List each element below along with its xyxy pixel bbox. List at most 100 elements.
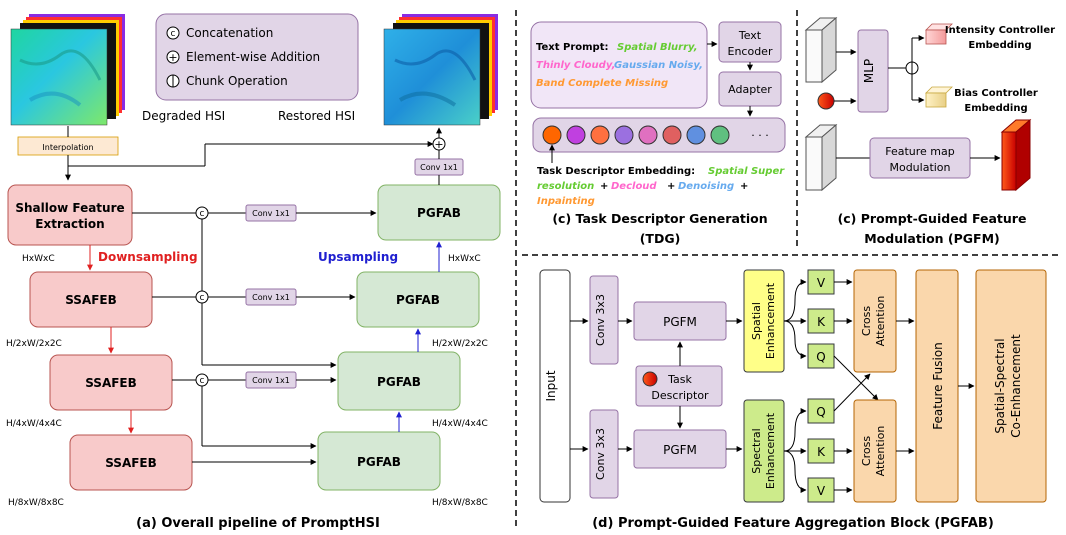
dim-label-1: HxWxC	[22, 254, 55, 264]
input-label: Input	[544, 370, 558, 401]
panel-pgfab: Input Conv 3x3 Conv 3x3 PGFM PGFM Task D…	[539, 269, 1047, 531]
panel-tdg: Text Prompt: Spatial Blurry, Thinly Clou…	[530, 21, 786, 246]
bias-label-1: Bias Controller	[954, 88, 1038, 99]
ssafeb-label-1: SSAFEB	[65, 293, 117, 307]
ted-spatial-1: Spatial Super	[708, 166, 785, 177]
text-prompt-box	[530, 21, 708, 109]
legend-concat: Concatenation	[186, 26, 273, 40]
task-descriptor-label-1: Task	[667, 373, 692, 386]
shallow-feature-label-2: Extraction	[35, 217, 104, 231]
skip-level-2: c	[152, 219, 356, 368]
legend-add: Element-wise Addition	[186, 50, 320, 64]
dim-label-7: H/4xW/4x4C	[432, 419, 488, 429]
dim-label-8: H/8xW/8x8C	[432, 498, 488, 508]
ted-label: Task Descriptor Embedding:	[537, 166, 695, 177]
intensity-label-2: Embedding	[968, 40, 1031, 51]
v-label-bottom: V	[817, 484, 826, 498]
cross-attn-top-2: Attention	[874, 296, 887, 347]
caption-tdg-1: (c) Task Descriptor Generation	[552, 211, 767, 226]
panel-a: Degraded HSI Restored HSI c Concatenatio…	[6, 13, 501, 531]
conv3x3-box-bottom	[589, 409, 619, 499]
conv3x3-label-top: Conv 3x3	[594, 294, 607, 346]
q-label-bottom: Q	[816, 405, 825, 419]
conv1x1-label-3: Conv 1x1	[252, 376, 290, 385]
ted-plus-3: +	[740, 181, 748, 192]
pgfab-label-4: PGFAB	[357, 455, 401, 469]
chunk-pgfm-icon	[905, 61, 919, 75]
ted-denoise: Denoising	[678, 181, 734, 192]
input-box	[539, 269, 571, 503]
shallow-feature-label-1: Shallow Feature	[15, 201, 124, 215]
dim-label-6: H/2xW/2x2C	[432, 339, 488, 349]
shallow-feature-box	[7, 184, 133, 246]
pgfab-label-2: PGFAB	[396, 293, 440, 307]
ssafeb-box-1	[29, 271, 153, 328]
conv1x1-label-1: Conv 1x1	[252, 209, 290, 218]
feature-map-input-2	[804, 123, 838, 192]
panel-pgfm: MLP Intensity Controller Embedding Bias …	[804, 16, 1055, 246]
legend-chunk: Chunk Operation	[186, 74, 288, 88]
pgfab-label-1: PGFAB	[417, 206, 461, 220]
task-descriptor-icon	[642, 371, 658, 387]
bias-label-2: Embedding	[964, 103, 1027, 114]
text-encoder-label-2: Encoder	[728, 45, 773, 58]
text-encoder-label-1: Text	[738, 29, 762, 42]
ted-plus-2: +	[667, 181, 675, 192]
v-box-top	[807, 269, 835, 295]
mlp-box	[857, 29, 889, 113]
fmm-label-2: Modulation	[889, 161, 950, 174]
interpolation-label: Interpolation	[42, 143, 93, 152]
concat-icon: c	[171, 29, 176, 39]
adapter-label: Adapter	[728, 83, 772, 96]
svg-text:c: c	[200, 376, 205, 386]
spectral-enh-label-1: Spectral	[750, 428, 763, 473]
v-label-top: V	[817, 276, 826, 290]
task-token-icon	[817, 92, 835, 110]
intensity-label-1: Intensity Controller	[945, 25, 1055, 36]
svg-text:c: c	[200, 209, 205, 219]
task-descriptor-label-2: Descriptor	[651, 389, 709, 402]
dim-label-3: H/4xW/4x4C	[6, 419, 62, 429]
caption-pgfm-1: (c) Prompt-Guided Feature	[838, 211, 1027, 226]
add-icon: +	[168, 51, 177, 64]
ssce-label-2: Co-Enhancement	[1009, 334, 1023, 438]
q-label-top: Q	[816, 350, 825, 364]
prompt-spatial: Spatial Blurry,	[617, 42, 698, 53]
caption-pgfm-2: Modulation (PGFM)	[864, 231, 1000, 246]
skip-level-1: c	[132, 204, 377, 222]
restored-hsi-image	[383, 14, 498, 126]
k-box-top	[807, 308, 835, 334]
ted-decloud: Decloud	[611, 181, 657, 192]
ted-inpaint: Inpainting	[537, 196, 595, 207]
prompt-cloudy: Thinly Cloudy,	[536, 60, 615, 71]
ssce-label-1: Spatial-Spectral	[993, 338, 1007, 433]
cross-attn-bottom-2: Attention	[874, 426, 887, 477]
conv1x1-label-2: Conv 1x1	[252, 293, 290, 302]
ssce-box	[975, 269, 1047, 503]
fmm-label-1: Feature map	[885, 145, 955, 158]
mlp-label: MLP	[862, 59, 876, 83]
dim-label-2: H/2xW/2x2C	[6, 339, 62, 349]
output-feature-map	[1000, 118, 1032, 192]
feature-map-input-1	[804, 16, 838, 84]
pgfab-label-3: PGFAB	[377, 375, 421, 389]
spatial-enh-label-1: Spatial	[750, 302, 763, 340]
degraded-hsi-image	[10, 14, 125, 126]
k-label-bottom: K	[817, 445, 826, 459]
cross-attn-top-1: Cross	[860, 306, 873, 336]
chunk-icon	[166, 74, 180, 88]
pgfm-label-top: PGFM	[663, 315, 697, 329]
pgfab-box-2	[356, 271, 480, 328]
restored-hsi-label: Restored HSI	[278, 109, 355, 123]
pgfab-box-4	[317, 431, 441, 491]
caption-a: (a) Overall pipeline of PromptHSI	[136, 516, 380, 531]
downsampling-label: Downsampling	[98, 250, 198, 264]
prompt-noisy: Gaussian Noisy,	[614, 60, 703, 71]
task-descriptor-box	[635, 365, 723, 407]
v-box-bottom	[807, 477, 835, 503]
spectral-enh-label-2: Enhancement	[764, 412, 777, 489]
embedding-tokens	[542, 125, 730, 145]
conv3x3-box-top	[589, 275, 619, 365]
conv3x3-label-bottom: Conv 3x3	[594, 428, 607, 480]
